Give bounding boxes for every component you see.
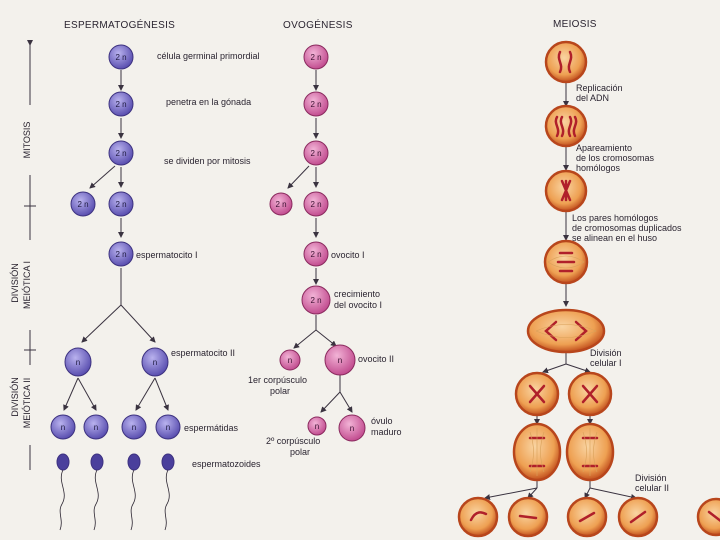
ovo-cells (269, 44, 366, 442)
label-homolog-pairs-line3: se alinean en el huso (572, 233, 658, 243)
label-enters-gonad: penetra en la gónada (166, 97, 252, 107)
side-label-division-1-line1: DIVISIÓN (10, 263, 20, 303)
meiosis-cells (457, 40, 720, 538)
header-ovogenesis: OVOGÉNESIS (283, 20, 353, 31)
side-label-mitosis: MITOSIS (22, 121, 32, 159)
ploidy-label: 2 n (310, 296, 321, 305)
side-label-division-2-line1: DIVISIÓN (10, 377, 20, 417)
ploidy-labels: 2 n 2 n 2 n 2 n 2 n 2 n n n n n n n 2 n 2 n 2 n 2 n 2 n 2… (61, 53, 354, 433)
ploidy-label: 2 n (115, 100, 126, 109)
label-growth-line2: del ovocito I (334, 300, 383, 310)
label-pairing-line1: Apareamiento (576, 143, 633, 153)
ploidy-label: 2 n (275, 200, 286, 209)
label-pairing-line2: de los cromosomas (576, 153, 655, 163)
label-polar-body-2-line2: polar (290, 447, 311, 457)
label-homolog-pairs-line1: Los pares homólogos (572, 213, 659, 223)
label-oocyte-2: ovocito II (358, 354, 395, 364)
label-cell-division-2-line2: celular II (635, 483, 670, 493)
ploidy-label: n (166, 423, 170, 432)
label-polar-body-1-line2: polar (270, 386, 291, 396)
label-spermatocyte-2: espermatocito II (171, 348, 236, 358)
label-dna-replication-line1: Replicación (576, 83, 623, 93)
label-mature-ovum-line2: maduro (371, 427, 402, 437)
label-spermatids: espermátidas (184, 423, 239, 433)
ploidy-label: n (315, 422, 319, 431)
ploidy-label: 2 n (310, 250, 321, 259)
phase-bracket (24, 40, 36, 470)
ploidy-label: 2 n (115, 250, 126, 259)
meiosis-arrows (484, 83, 637, 501)
ploidy-label: n (153, 358, 157, 367)
label-polar-body-2-line1: 2º corpúsculo (266, 436, 321, 446)
label-divide-mitosis: se dividen por mitosis (164, 156, 251, 166)
label-cell-division-1-line1: División (590, 348, 622, 358)
label-homolog-pairs-line2: de cromosomas duplicados (572, 223, 682, 233)
sperm-arrows (63, 70, 169, 411)
side-label-division-1-line2: MEIÓTICA I (22, 261, 32, 310)
label-dna-replication-line2: del ADN (576, 93, 610, 103)
header-spermatogenesis: ESPERMATOGÉNESIS (64, 20, 176, 31)
label-primordial-cell: célula germinal primordial (157, 51, 260, 61)
label-spermatozoa: espermatozoides (192, 459, 261, 469)
ploidy-label: n (350, 424, 354, 433)
label-pairing-line3: homólogos (576, 163, 621, 173)
spermatozoa (56, 453, 175, 531)
spindle-fibers (529, 255, 598, 476)
sperm-cells (50, 44, 181, 440)
label-spermatocyte-1: espermatocito I (136, 250, 198, 260)
ploidy-label: 2 n (115, 53, 126, 62)
ploidy-label: 2 n (115, 200, 126, 209)
ploidy-label: n (338, 356, 342, 365)
ploidy-label: n (288, 356, 292, 365)
label-mature-ovum-line1: óvulo (371, 416, 393, 426)
ploidy-label: 2 n (115, 149, 126, 158)
ploidy-label: 2 n (77, 200, 88, 209)
ploidy-label: 2 n (310, 53, 321, 62)
ploidy-label: 2 n (310, 200, 321, 209)
side-label-division-2-line2: MEIÓTICA II (22, 377, 32, 429)
label-growth-line1: crecimiento (334, 289, 381, 299)
label-cell-division-1-line2: celular I (590, 358, 622, 368)
ploidy-label: n (76, 358, 80, 367)
ovo-arrows (287, 70, 353, 413)
label-polar-body-1-line1: 1er corpúsculo (248, 375, 308, 385)
ploidy-label: 2 n (310, 149, 321, 158)
ploidy-label: 2 n (310, 100, 321, 109)
ploidy-label: n (132, 423, 136, 432)
ploidy-label: n (94, 423, 98, 432)
header-meiosis: MEIOSIS (553, 19, 597, 30)
label-cell-division-2-line1: División (635, 473, 667, 483)
ploidy-label: n (61, 423, 65, 432)
label-oocyte-1: ovocito I (331, 250, 365, 260)
